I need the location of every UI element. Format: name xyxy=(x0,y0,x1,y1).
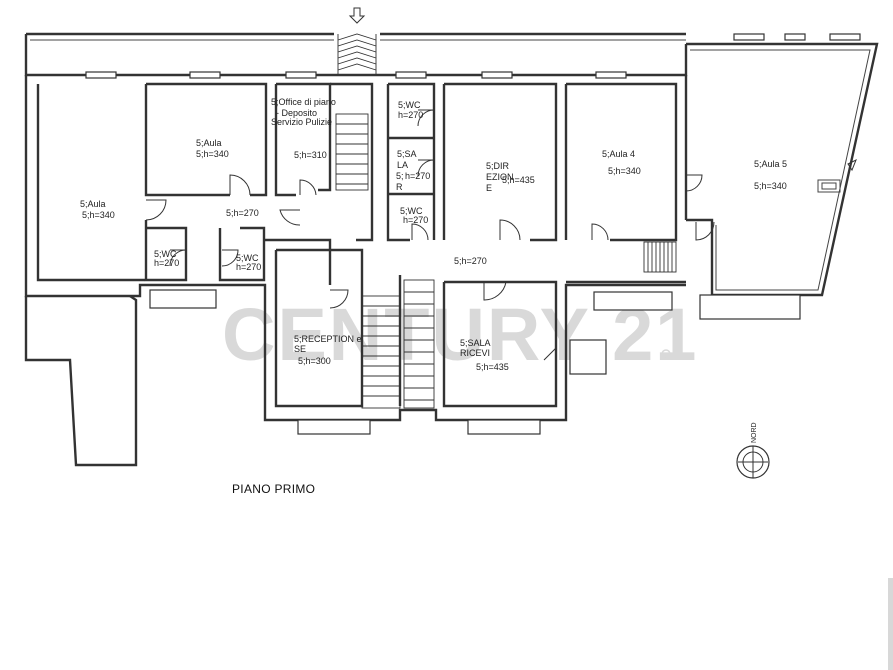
windows xyxy=(85,33,861,435)
room-label-corridor-left: 5;h=270 xyxy=(226,208,259,218)
entrance-arrow-icon xyxy=(348,7,366,24)
doors xyxy=(145,109,857,372)
edge-strip xyxy=(888,578,893,670)
watermark-registered-mark xyxy=(661,349,671,359)
outer-walls xyxy=(24,32,879,467)
interior-walls xyxy=(144,75,688,408)
room-label-direzione-height: 5;h=435 xyxy=(502,175,535,185)
north-label: NORD xyxy=(751,422,758,443)
stairs xyxy=(335,33,677,409)
room-label-corridor-center: 5;h=270 xyxy=(454,256,487,266)
floor-title: PIANO PRIMO xyxy=(232,482,315,496)
room-label-sala-small-height: h=270 xyxy=(405,171,430,181)
north-compass-icon: NORD xyxy=(736,422,770,479)
